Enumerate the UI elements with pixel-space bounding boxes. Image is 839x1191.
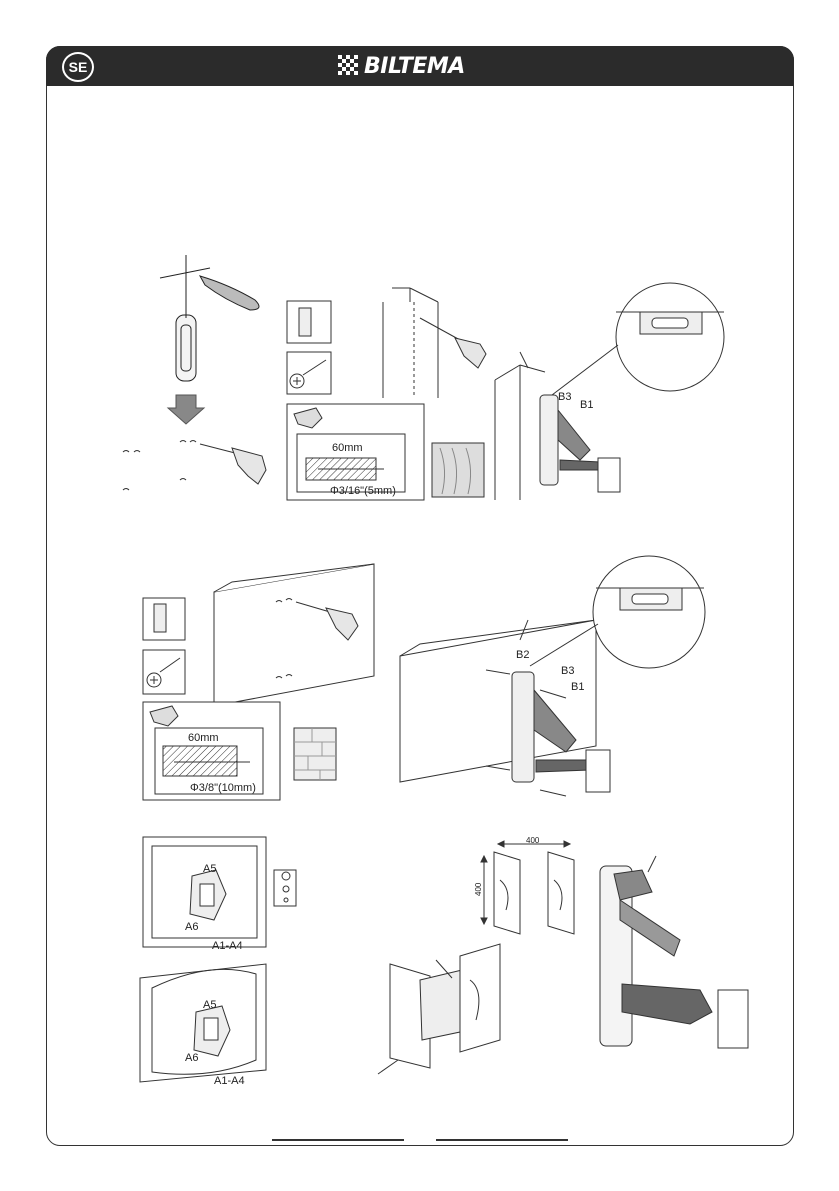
step3-tv-flat xyxy=(143,837,266,947)
step1-mounted-bracket xyxy=(495,352,620,500)
brick-texture-icon xyxy=(294,728,336,780)
bubble-level-icon xyxy=(552,283,724,395)
step2-label-b2: B2 xyxy=(516,649,529,661)
step3-top-label-a6: A6 xyxy=(185,921,198,933)
arrow-down-icon xyxy=(168,395,204,424)
step1-drill-depth: 60mm xyxy=(332,442,363,454)
step1-label-b1: B1 xyxy=(580,399,593,411)
step2-wall-block xyxy=(214,564,374,706)
step2-drill-depth: 60mm xyxy=(188,732,219,744)
step1-label-b3: B3 xyxy=(558,391,571,403)
step3-arm-assembly xyxy=(600,856,748,1048)
step3-spacer-detail xyxy=(274,870,296,906)
step3-top-label-a5: A5 xyxy=(203,863,216,875)
step3-bottom-label-a5: A5 xyxy=(203,999,216,1011)
step3-vesa-plates xyxy=(481,841,574,934)
step2-label-b1: B1 xyxy=(571,681,584,693)
step2-mounted-bracket xyxy=(400,620,610,796)
step3-tv-curved xyxy=(140,964,266,1082)
step3-bottom-label-a1a4: A1-A4 xyxy=(214,1075,245,1087)
step3-bottom-label-a6: A6 xyxy=(185,1052,198,1064)
step3-height-dimension: 400 xyxy=(474,882,483,896)
step1-stud-wall xyxy=(383,288,486,398)
step1-drill-diameter: Φ3/16"(5mm) xyxy=(330,485,396,497)
step3-plate-assembly xyxy=(378,944,500,1074)
step2-drill-diameter: Φ3/8"(10mm) xyxy=(190,782,256,794)
step1-pilot-holes xyxy=(123,441,266,491)
step3-width-dimension: 400 xyxy=(526,836,540,845)
level-icon xyxy=(299,308,311,336)
wood-texture-icon xyxy=(432,443,484,497)
step1-tool-panel xyxy=(287,301,424,500)
step2-label-b3: B3 xyxy=(561,665,574,677)
step3-top-label-a1a4: A1-A4 xyxy=(212,940,243,952)
step1-stud-finder xyxy=(160,255,259,381)
